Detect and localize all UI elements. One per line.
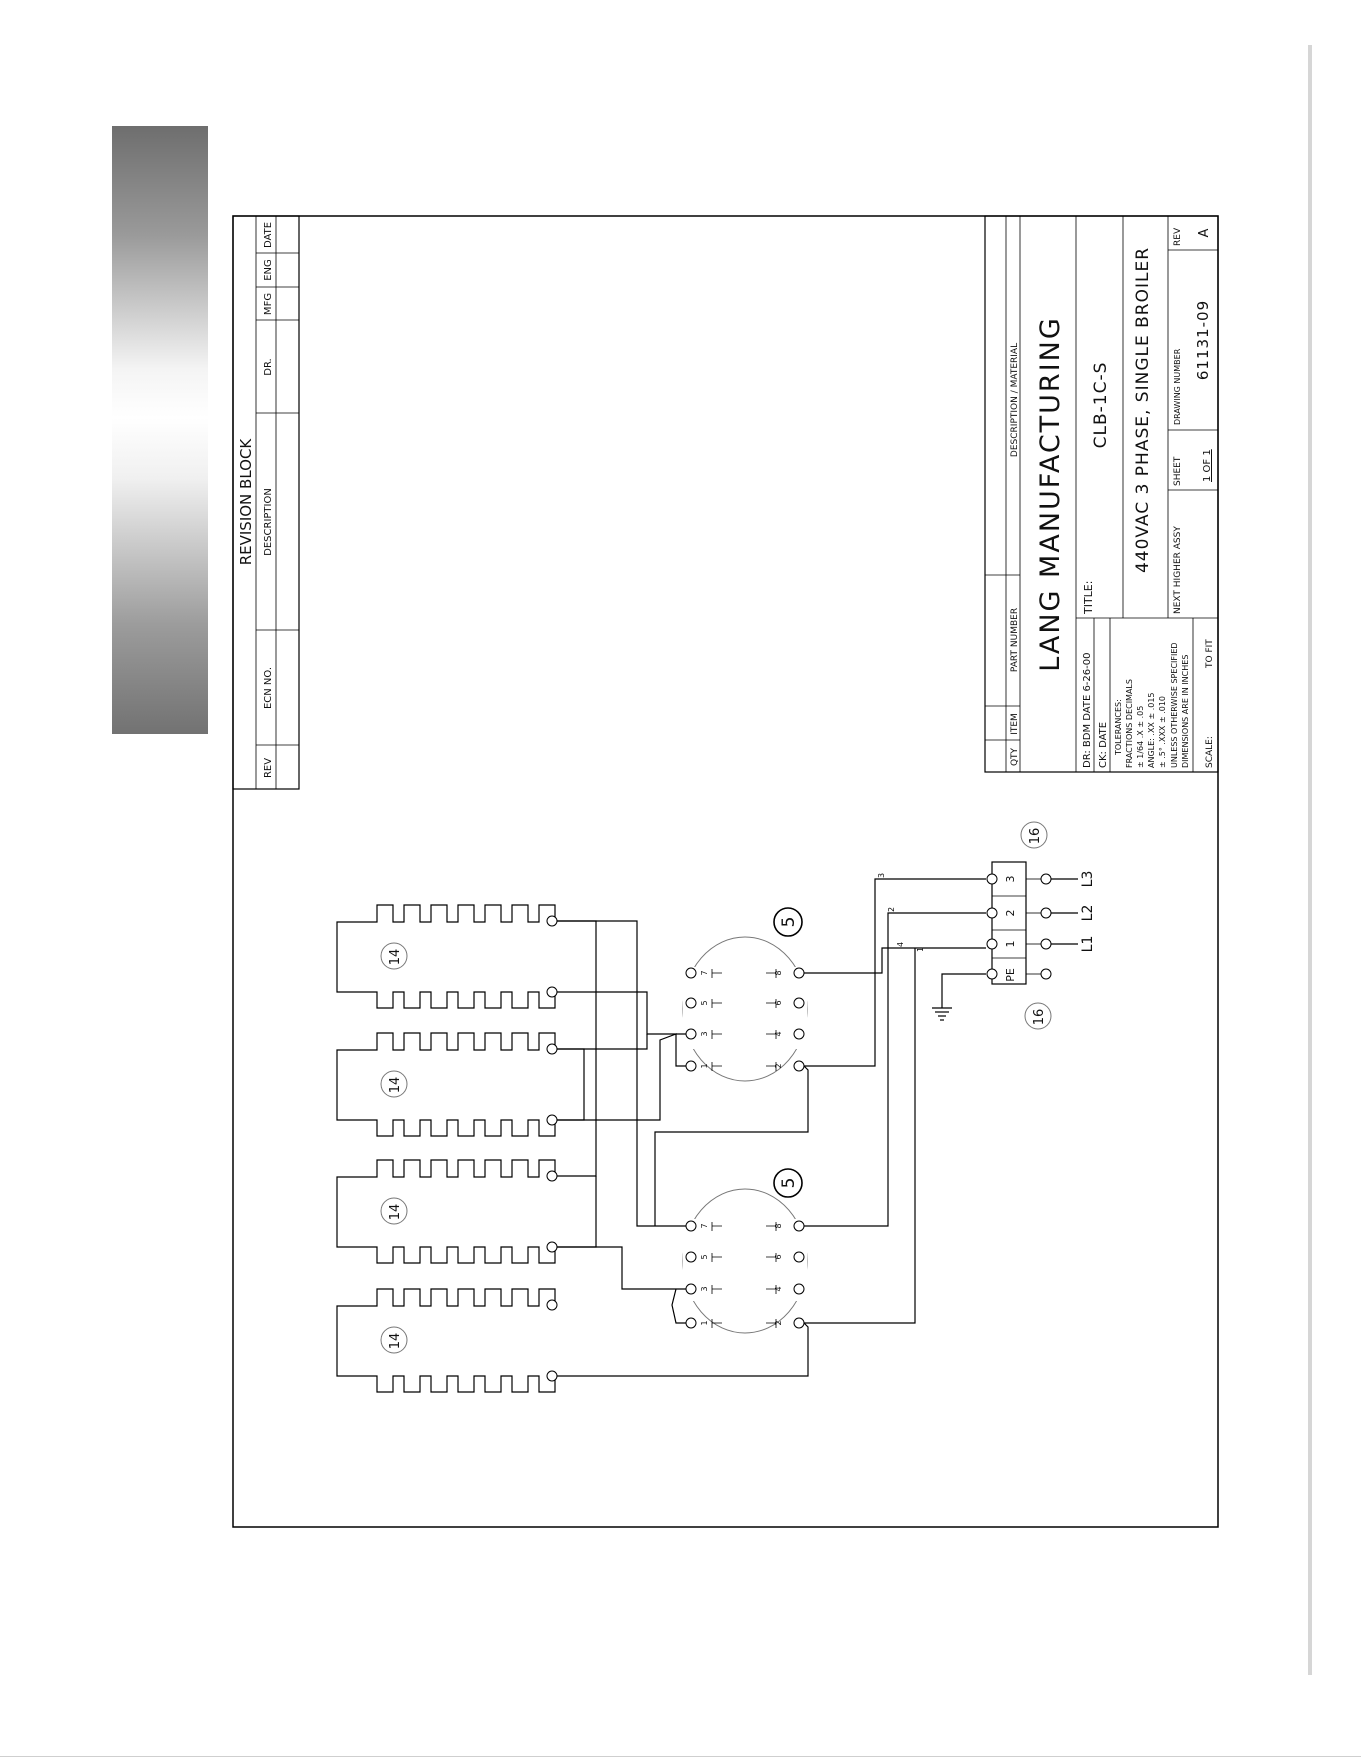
revision-block-title: REVISION BLOCK <box>237 438 255 566</box>
switch-2-pin-6: 6 <box>774 1254 783 1259</box>
heating-element-2: 14 <box>336 1032 556 1137</box>
terminal-2: 2 <box>1004 910 1017 917</box>
terminal-block-label-top: 16 <box>1028 828 1043 845</box>
element-1-label: 14 <box>388 949 403 966</box>
switch-1-label: 5 <box>779 917 799 928</box>
title-block: QTY ITEM PART NUMBER DESCRIPTION / MATER… <box>984 215 1219 773</box>
drawing-description: 440VAC 3 PHASE, SINGLE BROILER <box>1133 247 1153 573</box>
switch-1-pin-2: 2 <box>774 1063 783 1068</box>
rev-header: REV <box>263 758 274 778</box>
drawing-number: 61131-09 <box>1194 300 1212 380</box>
drawing-border <box>232 215 1219 1528</box>
terminal-1: 1 <box>1004 941 1017 948</box>
description-header: DESCRIPTION <box>263 488 274 556</box>
item-header: ITEM <box>1010 713 1020 735</box>
scale-label: SCALE: <box>1205 736 1215 768</box>
infinite-switch-1: 7 5 3 1 8 6 4 2 5 <box>682 907 808 1082</box>
line-l3: L3 <box>1080 871 1096 888</box>
element-4-label: 14 <box>388 1333 403 1350</box>
line-l2: L2 <box>1080 905 1096 922</box>
tolerances-0: TOLERANCES: <box>1114 699 1123 756</box>
tolerances-6: DIMENSIONS ARE IN INCHES <box>1181 655 1190 768</box>
tolerances-2: ± 1/64 .X ± .05 <box>1136 706 1145 768</box>
heating-element-3: 14 <box>336 1159 556 1264</box>
line-l1: L1 <box>1080 936 1096 953</box>
terminal-block: 3 2 1 PE L3 L2 L1 16 16 <box>986 821 1096 1030</box>
terminal-block-label-bottom: 16 <box>1032 1009 1047 1026</box>
wire-label-3: 3 <box>877 873 886 878</box>
switch-1-pin-7: 7 <box>700 970 709 975</box>
switch-2-pin-5: 5 <box>700 1254 709 1259</box>
page-bottom-rule <box>0 1756 1361 1757</box>
wire-label-1: 1 <box>916 947 925 952</box>
date-header: DATE <box>263 222 274 248</box>
rev-label: REV <box>1173 227 1183 246</box>
drawing-number-label: DRAWING NUMBER <box>1173 348 1182 425</box>
company-name: LANG MANUFACTURING <box>1035 316 1066 672</box>
switch-2-pin-7: 7 <box>700 1223 709 1228</box>
qty-header: QTY <box>1010 747 1020 766</box>
switch-2-pin-1: 1 <box>700 1320 709 1325</box>
switch-2-pin-3: 3 <box>700 1286 709 1291</box>
switch-1-pin-4: 4 <box>774 1031 783 1036</box>
wire-label-2: 2 <box>887 907 896 912</box>
element-2-label: 14 <box>388 1077 403 1094</box>
switch-1-pin-5: 5 <box>700 1000 709 1005</box>
switch-1-pin-3: 3 <box>700 1031 709 1036</box>
terminal-pe: PE <box>1004 968 1017 982</box>
description-material-header: DESCRIPTION / MATERIAL <box>1010 343 1020 457</box>
element-3-label: 14 <box>388 1204 403 1221</box>
sheet-value: 1 OF 1 <box>1202 449 1213 482</box>
tolerances-1: FRACTIONS DECIMALS <box>1125 679 1134 768</box>
heating-element-1: 14 <box>336 904 556 1009</box>
scale-value: TO FIT <box>1205 639 1215 669</box>
mfg-header: MFG <box>263 293 274 315</box>
dr-header: DR. <box>263 358 274 375</box>
tolerances-5: UNLESS OTHERWISE SPECIFIED <box>1170 642 1179 768</box>
switch-2-pin-2: 2 <box>774 1320 783 1325</box>
switch-1-pin-8: 8 <box>774 970 783 975</box>
ecn-header: ECN NO. <box>263 667 274 709</box>
title-label: TITLE: <box>1082 581 1095 615</box>
infinite-switch-2: 7 5 3 1 8 6 4 2 5 <box>682 1168 808 1334</box>
ck-date-line: CK: DATE <box>1098 722 1109 768</box>
wiring <box>557 878 986 1377</box>
part-number-header: PART NUMBER <box>1010 608 1020 672</box>
rev-value: A <box>1197 228 1212 237</box>
model-number: CLB-1C-S <box>1091 362 1111 449</box>
ground-symbol-icon <box>932 973 986 1021</box>
switch-2-pin-8: 8 <box>774 1223 783 1228</box>
switch-1-pin-1: 1 <box>700 1063 709 1068</box>
eng-header: ENG <box>263 259 274 281</box>
switch-2-pin-4: 4 <box>774 1286 783 1291</box>
revision-block: REVISION BLOCK REV ECN NO. DESCRIPTION D… <box>232 215 300 790</box>
next-higher-assy-label: NEXT HIGHER ASSY <box>1173 526 1183 614</box>
wire-label-4: 4 <box>896 942 905 947</box>
sidebar-gradient-tab <box>112 126 208 734</box>
heating-element-4: 14 <box>336 1288 556 1393</box>
switch-2-label: 5 <box>779 1178 799 1189</box>
tolerances-3: ANGLE: .XX ± .015 <box>1147 692 1156 768</box>
terminal-3: 3 <box>1004 876 1017 883</box>
page-edge-rule <box>1308 45 1312 1675</box>
sheet-label: SHEET <box>1173 456 1183 486</box>
schematic: 14 14 14 14 <box>336 821 1096 1393</box>
tolerances-4: ± .5° .XXX ± .010 <box>1158 696 1167 768</box>
switch-1-pin-6: 6 <box>774 1000 783 1005</box>
dr-date-line: DR: BDM DATE 6-26-00 <box>1082 653 1093 768</box>
